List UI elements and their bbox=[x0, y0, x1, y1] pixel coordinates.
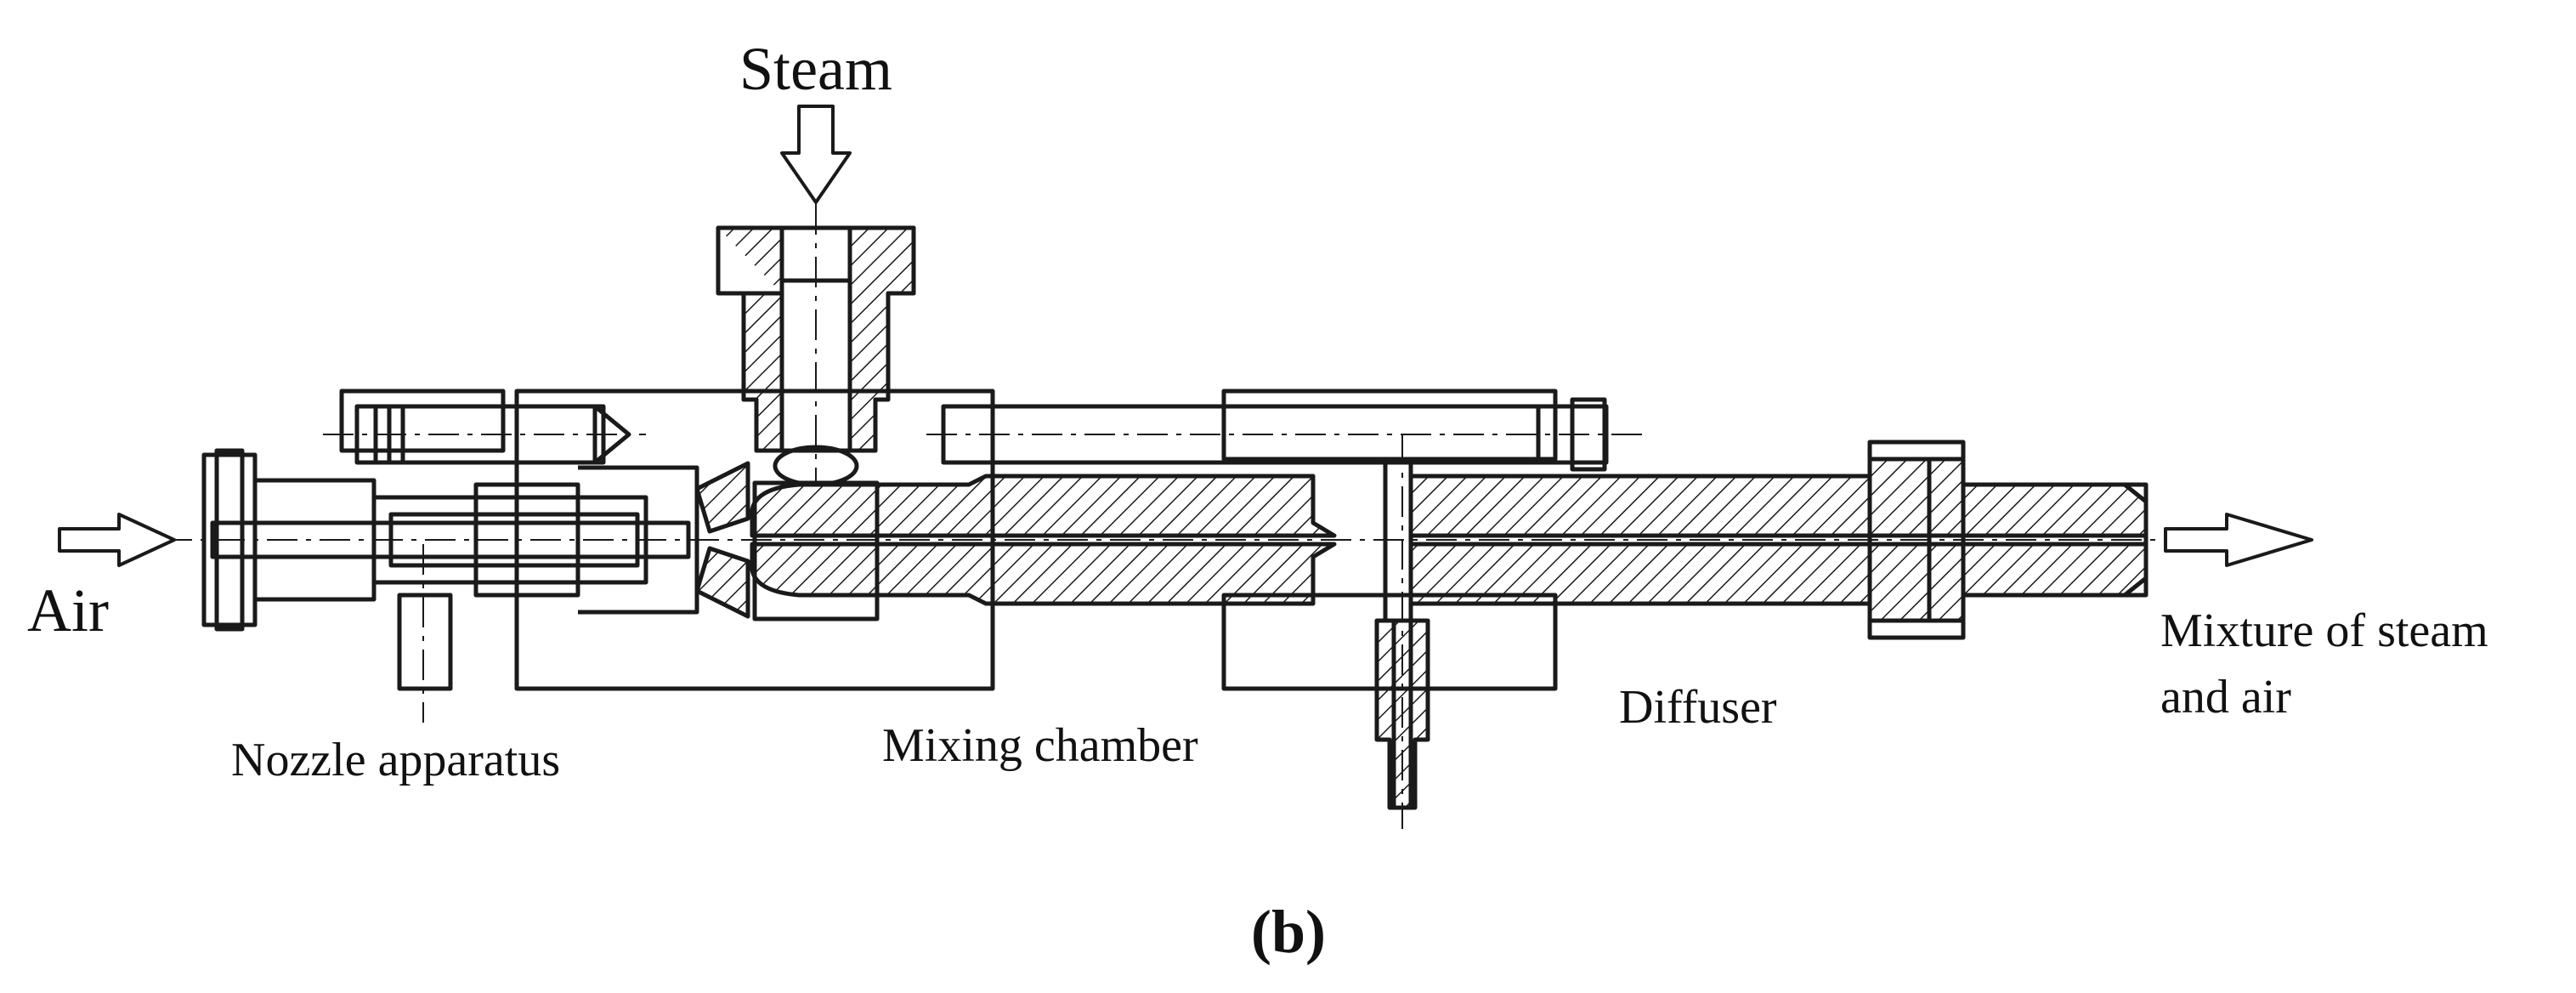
diffuser-label: Diffuser bbox=[1619, 681, 1777, 734]
outlet-arrow-icon bbox=[2164, 513, 2313, 567]
outlet-label-line1: Mixture of steam bbox=[2160, 604, 2488, 657]
diffuser-body bbox=[1408, 440, 2149, 640]
air-label: Air bbox=[27, 576, 109, 644]
mixing-chamber-label: Mixing chamber bbox=[882, 719, 1198, 772]
steam-arrow-icon bbox=[780, 105, 852, 204]
housing-flange-right bbox=[1221, 389, 1558, 462]
air-arrow-icon bbox=[58, 513, 176, 567]
steam-label: Steam bbox=[739, 35, 892, 103]
housing-flange-left bbox=[339, 389, 506, 453]
figure-caption: (b) bbox=[1251, 898, 1326, 966]
mixing-chamber-body bbox=[750, 474, 1337, 606]
nozzle-apparatus-body bbox=[201, 448, 699, 691]
mixing-inlet-section bbox=[694, 461, 750, 619]
nozzle-apparatus-label: Nozzle apparatus bbox=[231, 734, 560, 786]
outlet-label-line2: and air bbox=[2160, 671, 2291, 723]
